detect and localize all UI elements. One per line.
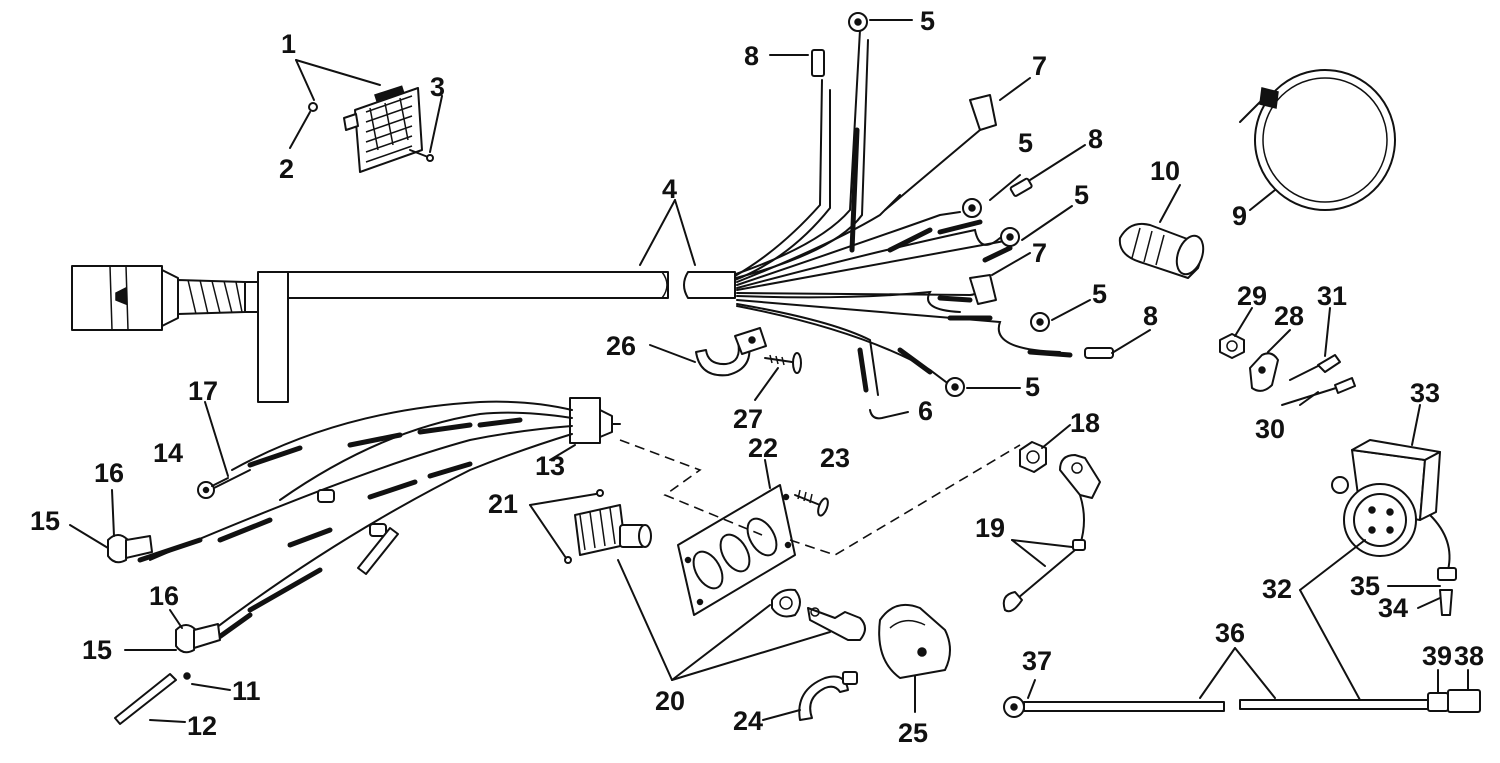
callout-7-b: 7 [1032, 238, 1047, 268]
callout-18: 18 [1070, 408, 1100, 438]
callout-1: 1 [281, 29, 296, 59]
callout-24: 24 [733, 706, 763, 736]
screw-part-23 [794, 489, 829, 517]
callout-3: 3 [430, 72, 445, 102]
callout-17: 17 [188, 376, 218, 406]
callout-16-a: 16 [94, 458, 124, 488]
callout-36: 36 [1215, 618, 1245, 648]
callout-10: 10 [1150, 156, 1180, 186]
callout-38: 38 [1454, 641, 1484, 671]
callout-9: 9 [1232, 201, 1247, 231]
ring-terminals-part-5 [848, 12, 1050, 397]
callout-2: 2 [279, 154, 294, 184]
mounting-plate-part-22 [677, 484, 796, 616]
sub-harness-parts-11-17 [107, 397, 621, 725]
callout-12: 12 [187, 711, 217, 741]
callout-34: 34 [1378, 593, 1408, 623]
callout-4: 4 [662, 174, 677, 204]
main-harness-part-4 [71, 265, 736, 403]
callout-29: 29 [1237, 281, 1267, 311]
solenoid-part-33 [1331, 439, 1457, 616]
callout-25: 25 [898, 718, 928, 748]
battery-cable-parts-32-36-39 [1003, 689, 1481, 718]
callout-11: 11 [232, 676, 261, 706]
callout-8-b: 8 [1088, 124, 1103, 154]
dashed-leader-13-22 [619, 439, 763, 536]
callout-5-c: 5 [1074, 180, 1089, 210]
callout-8-a: 8 [744, 41, 759, 71]
terminal-block-part-1 [308, 85, 434, 173]
callout-22: 22 [748, 433, 778, 463]
callout-15-a: 15 [30, 506, 60, 536]
callout-27: 27 [733, 404, 763, 434]
screw-part-27 [764, 352, 802, 374]
spade-connectors-part-7 [884, 94, 997, 305]
callout-5-a: 5 [920, 6, 935, 36]
boot-part-25 [878, 604, 951, 679]
tie-strap-part-9 [1239, 69, 1396, 211]
callout-35: 35 [1350, 571, 1380, 601]
callout-15-b: 15 [82, 635, 112, 665]
ignition-switch-part-20 [574, 504, 866, 641]
callout-7-a: 7 [1032, 51, 1047, 81]
callout-23: 23 [820, 443, 850, 473]
hardware-parts-28-31 [1219, 333, 1356, 406]
callout-19: 19 [975, 513, 1005, 543]
callout-13: 13 [535, 451, 565, 481]
harness-wires [734, 29, 1073, 396]
callout-31: 31 [1317, 281, 1347, 311]
callout-16-b: 16 [149, 581, 179, 611]
clamp-part-26 [695, 327, 767, 377]
nut-part-18 [1019, 441, 1047, 473]
callout-5-b: 5 [1018, 128, 1033, 158]
callout-39: 39 [1422, 641, 1452, 671]
callout-37: 37 [1022, 646, 1052, 676]
callout-32: 32 [1262, 574, 1292, 604]
wire-tie-part-24 [798, 671, 858, 721]
lead-part-19 [1002, 454, 1101, 613]
callout-26: 26 [606, 331, 636, 361]
plug-part-10 [1118, 222, 1205, 279]
callout-6: 6 [918, 396, 933, 426]
callout-33: 33 [1410, 378, 1440, 408]
callout-5-e: 5 [1025, 372, 1040, 402]
callout-labels: 1 2 3 4 5 5 5 5 5 6 7 7 8 8 8 9 10 11 12… [30, 6, 1484, 748]
callout-8-c: 8 [1143, 301, 1158, 331]
callout-30: 30 [1255, 414, 1285, 444]
callout-14: 14 [153, 438, 183, 468]
callout-28: 28 [1274, 301, 1304, 331]
callout-21: 21 [488, 489, 518, 519]
callout-20: 20 [655, 686, 685, 716]
callout-5-d: 5 [1092, 279, 1107, 309]
